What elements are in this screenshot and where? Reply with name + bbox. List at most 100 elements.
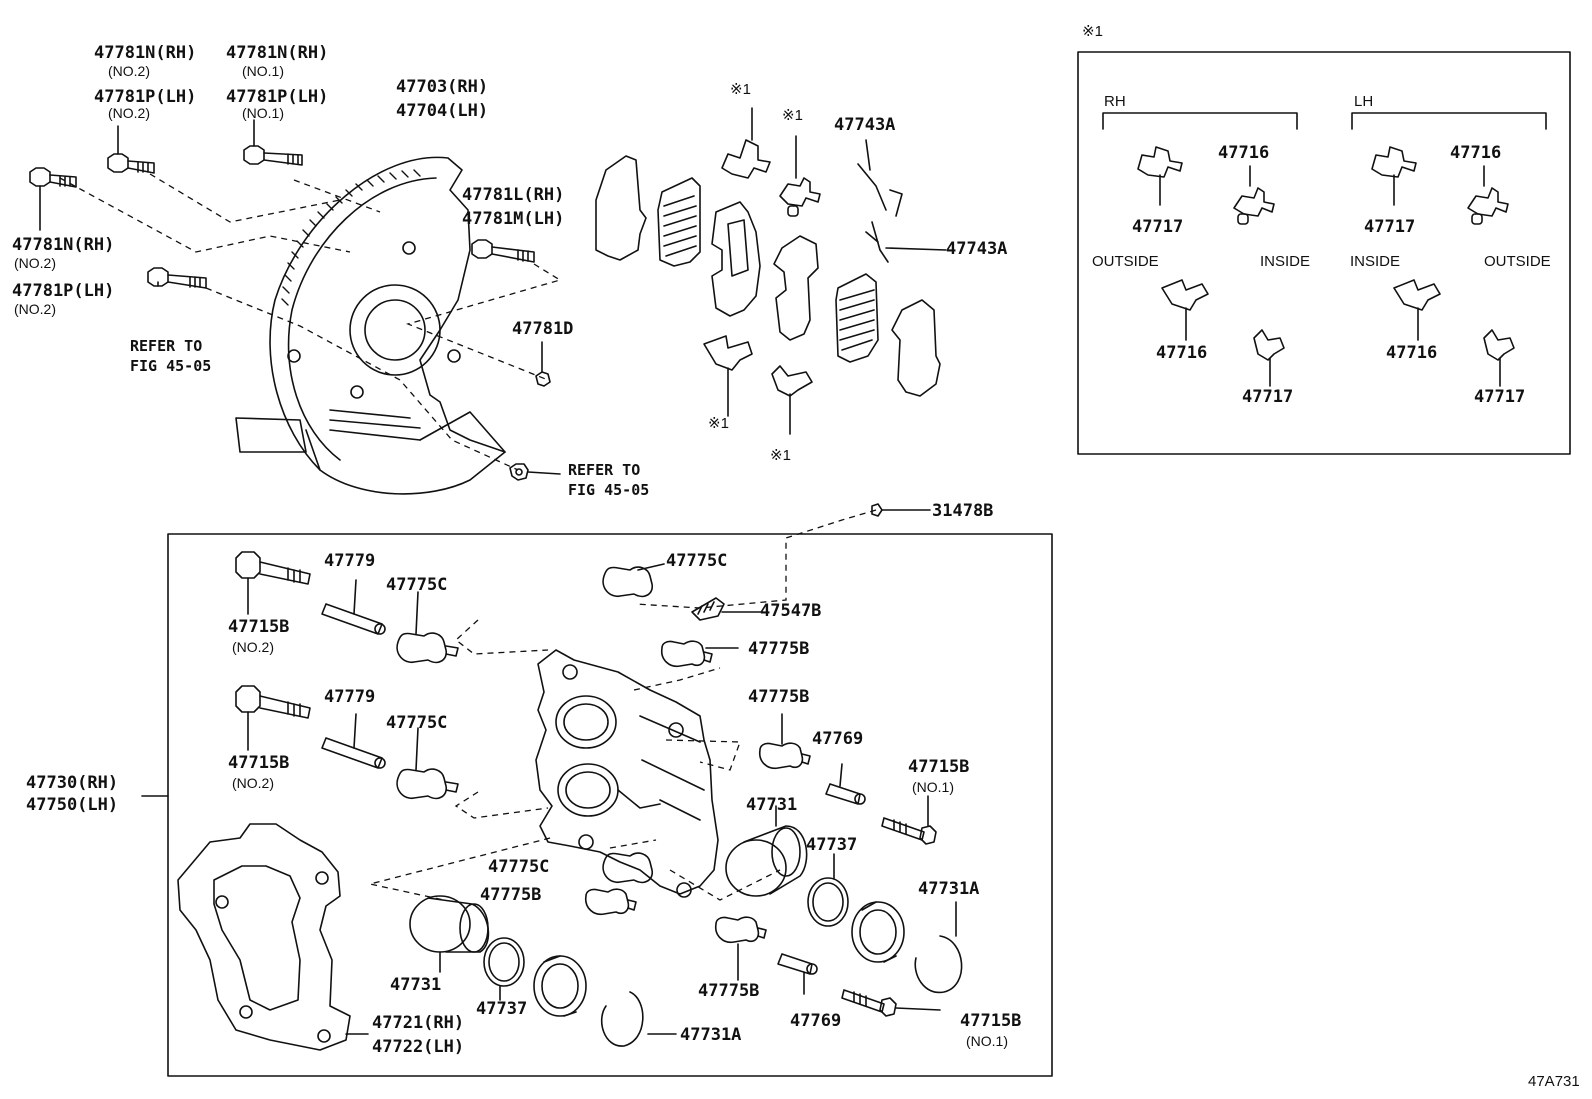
label-47703-rh: 47703(RH) xyxy=(396,77,489,97)
inset-lh-47717b: 47717 xyxy=(1474,387,1526,407)
pin-47769-lower xyxy=(777,953,818,995)
label-47715b-right-lower-sub: (NO.1) xyxy=(966,1033,1008,1049)
label-47775b-mid: 47775B xyxy=(480,885,542,905)
label-47715b-right-lower: 47715B xyxy=(960,1011,1022,1031)
inset-outside-rh: OUTSIDE xyxy=(1092,253,1159,270)
label-47775c-lower: 47775C xyxy=(386,713,448,733)
pad-shim-right xyxy=(891,299,941,397)
pin-47779-upper xyxy=(321,579,386,635)
bolt-47781n-lh-no2 xyxy=(29,167,77,231)
inset-frame xyxy=(1077,51,1571,455)
guide-bolt-47715b-upper xyxy=(235,551,311,615)
rh-bracket xyxy=(1102,112,1298,130)
dust-boot-left xyxy=(533,955,587,1017)
label-47781l-rh: 47781L(RH) xyxy=(462,185,565,205)
label-47704-lh: 47704(LH) xyxy=(396,101,489,121)
inset-mark: ※1 xyxy=(1082,23,1103,40)
label-47743a-right: 47743A xyxy=(946,239,1008,259)
pad-shim-left xyxy=(595,155,647,261)
boot-47775c-top xyxy=(602,563,665,598)
inset-clip-rh-47717b xyxy=(1253,329,1285,387)
inset-inside-rh: INSIDE xyxy=(1260,253,1311,270)
disc-dust-cover xyxy=(235,156,506,495)
label-47769-upper: 47769 xyxy=(812,729,864,749)
label-47781n-left: 47781N(RH) xyxy=(12,235,115,255)
label-47775b-upper: 47775B xyxy=(748,639,810,659)
label-47775b-right: 47775B xyxy=(748,687,810,707)
boot-47775c-upper xyxy=(396,591,459,664)
ring-47731a-right xyxy=(914,901,963,994)
label-47547b: 47547B xyxy=(760,601,822,621)
bolt-47781l xyxy=(471,239,535,263)
label-47737-right: 47737 xyxy=(806,835,858,855)
boot-47775b-lower xyxy=(714,916,767,981)
inset-clip-rh-47716b xyxy=(1161,279,1209,341)
disc-cover-vents xyxy=(281,169,421,306)
label-47781m-lh: 47781M(LH) xyxy=(462,209,565,229)
boot-47775c-mid xyxy=(602,852,654,884)
illustration-code: 47A731 xyxy=(1528,1073,1580,1090)
pad-wear-indicator xyxy=(857,139,947,263)
label-47730-rh: 47730(RH) xyxy=(26,773,119,793)
inset-clip-lh-47717 xyxy=(1371,146,1417,206)
label-47731a-left: 47731A xyxy=(680,1025,742,1045)
refer-to-label-2: REFER TO xyxy=(568,461,641,479)
label-47731-right: 47731 xyxy=(746,795,798,815)
seal-47737-right xyxy=(807,853,849,927)
inset-lh-47716b: 47716 xyxy=(1386,343,1438,363)
label-47737-left: 47737 xyxy=(476,999,528,1019)
inset-clip-lh-47716b xyxy=(1393,279,1441,341)
pad-lining-right xyxy=(835,273,879,363)
seal-47737-left xyxy=(483,937,525,1001)
label-47715b-upper-sub: (NO.2) xyxy=(232,639,274,655)
label-47750-lh: 47750(LH) xyxy=(26,795,119,815)
label-47781n-no1: 47781N(RH) xyxy=(226,43,329,63)
pad-mark-2: ※1 xyxy=(782,107,803,124)
pin-47779-lower xyxy=(321,713,386,769)
pad-backing-right xyxy=(773,235,819,341)
pad-clip-4 xyxy=(771,365,813,435)
label-47779-upper: 47779 xyxy=(324,551,376,571)
boot-47775b-mid xyxy=(584,888,637,916)
pad-clip-3 xyxy=(703,335,753,417)
label-47781n-no1-sub: (NO.1) xyxy=(242,63,284,79)
label-47715b-right-upper: 47715B xyxy=(908,757,970,777)
label-47781p-left-sub: (NO.2) xyxy=(14,301,56,317)
label-47721-rh: 47721(RH) xyxy=(372,1013,465,1033)
bleeder-cap-31478b xyxy=(871,503,931,517)
label-47781p-no2-sub: (NO.2) xyxy=(108,105,150,121)
label-47775c-top: 47775C xyxy=(666,551,728,571)
inset-inside-lh: INSIDE xyxy=(1350,253,1401,270)
label-47781p-no1-sub: (NO.1) xyxy=(242,105,284,121)
nut-refer xyxy=(509,463,561,481)
label-47781d: 47781D xyxy=(512,319,574,339)
inset-rh-47717: 47717 xyxy=(1132,217,1184,237)
inset-clip-rh-47717 xyxy=(1137,146,1183,206)
inset-rh-47716b: 47716 xyxy=(1156,343,1208,363)
label-47781n-left-sub: (NO.2) xyxy=(14,255,56,271)
refer-to-label-1: REFER TO xyxy=(130,337,203,355)
ring-47731a-left xyxy=(600,991,677,1047)
fig-45-05-label-2: FIG 45-05 xyxy=(568,481,650,499)
inset-clip-lh-47716 xyxy=(1467,165,1509,225)
inset-clip-lh-47717b xyxy=(1483,329,1515,387)
label-47775c-upper: 47775C xyxy=(386,575,448,595)
pad-clip-1 xyxy=(721,107,771,179)
inset-rh-47716: 47716 xyxy=(1218,143,1270,163)
inset-lh-label: LH xyxy=(1354,93,1374,110)
label-47781n-no2-sub: (NO.2) xyxy=(108,63,150,79)
label-47775b-lower: 47775B xyxy=(698,981,760,1001)
label-47781n-no2: 47781N(RH) xyxy=(94,43,197,63)
label-47775c-mid: 47775C xyxy=(488,857,550,877)
label-47731-left: 47731 xyxy=(390,975,442,995)
pad-mark-4: ※1 xyxy=(770,447,791,464)
guide-bolt-47715b-right-lower xyxy=(841,989,941,1017)
bolt-47781n-no2 xyxy=(107,125,155,174)
fig-45-05-label-1: FIG 45-05 xyxy=(130,357,212,375)
label-31478b: 31478B xyxy=(932,501,994,521)
lh-bracket xyxy=(1351,112,1547,130)
label-47715b-lower-sub: (NO.2) xyxy=(232,775,274,791)
mounting-bracket xyxy=(177,823,369,1051)
inset-lh-47717: 47717 xyxy=(1364,217,1416,237)
